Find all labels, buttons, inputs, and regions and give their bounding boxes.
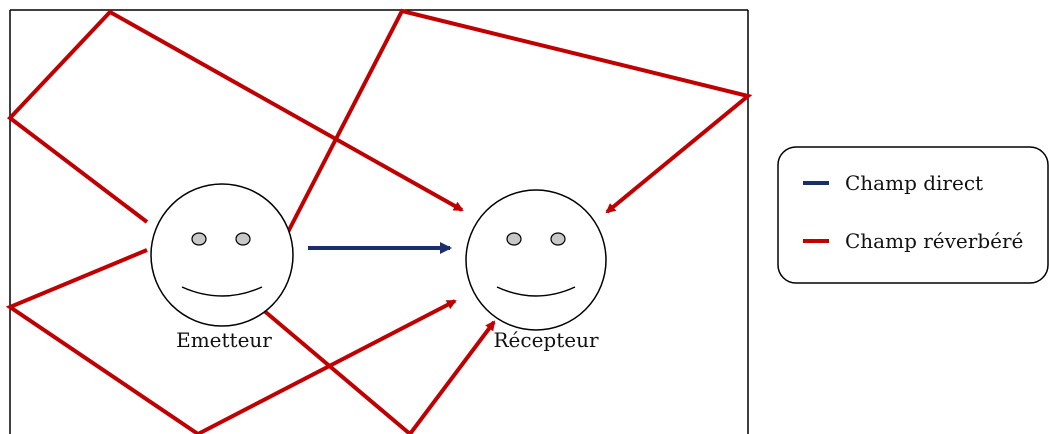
- emitter-smile: [181, 286, 263, 297]
- legend-direct-label: Champ direct: [845, 171, 983, 195]
- receiver-head: [465, 189, 607, 331]
- receiver-right-eye: [550, 232, 566, 246]
- reverb-path-2: [286, 8, 753, 233]
- emitter-face: [150, 183, 294, 327]
- receiver-left-eye: [506, 232, 522, 246]
- receiver-smile: [496, 286, 576, 297]
- emitter-left-eye: [191, 232, 207, 246]
- legend-box: [777, 146, 1049, 284]
- emitter-label: Emetteur: [176, 328, 272, 352]
- legend-reverb-label: Champ réverbéré: [845, 229, 1023, 253]
- reverb-paths: [5, 8, 753, 434]
- reverb-path-4: [260, 307, 496, 434]
- receiver-label: Récepteur: [493, 328, 598, 352]
- reverb-path-3: [5, 248, 457, 434]
- legend: Champ direct Champ réverbéré: [777, 146, 1049, 284]
- reverb-path-1: [7, 9, 464, 224]
- room: [9, 9, 749, 434]
- emitter-right-eye: [235, 232, 251, 246]
- receiver-face: [465, 189, 607, 331]
- emitter-head: [150, 183, 294, 327]
